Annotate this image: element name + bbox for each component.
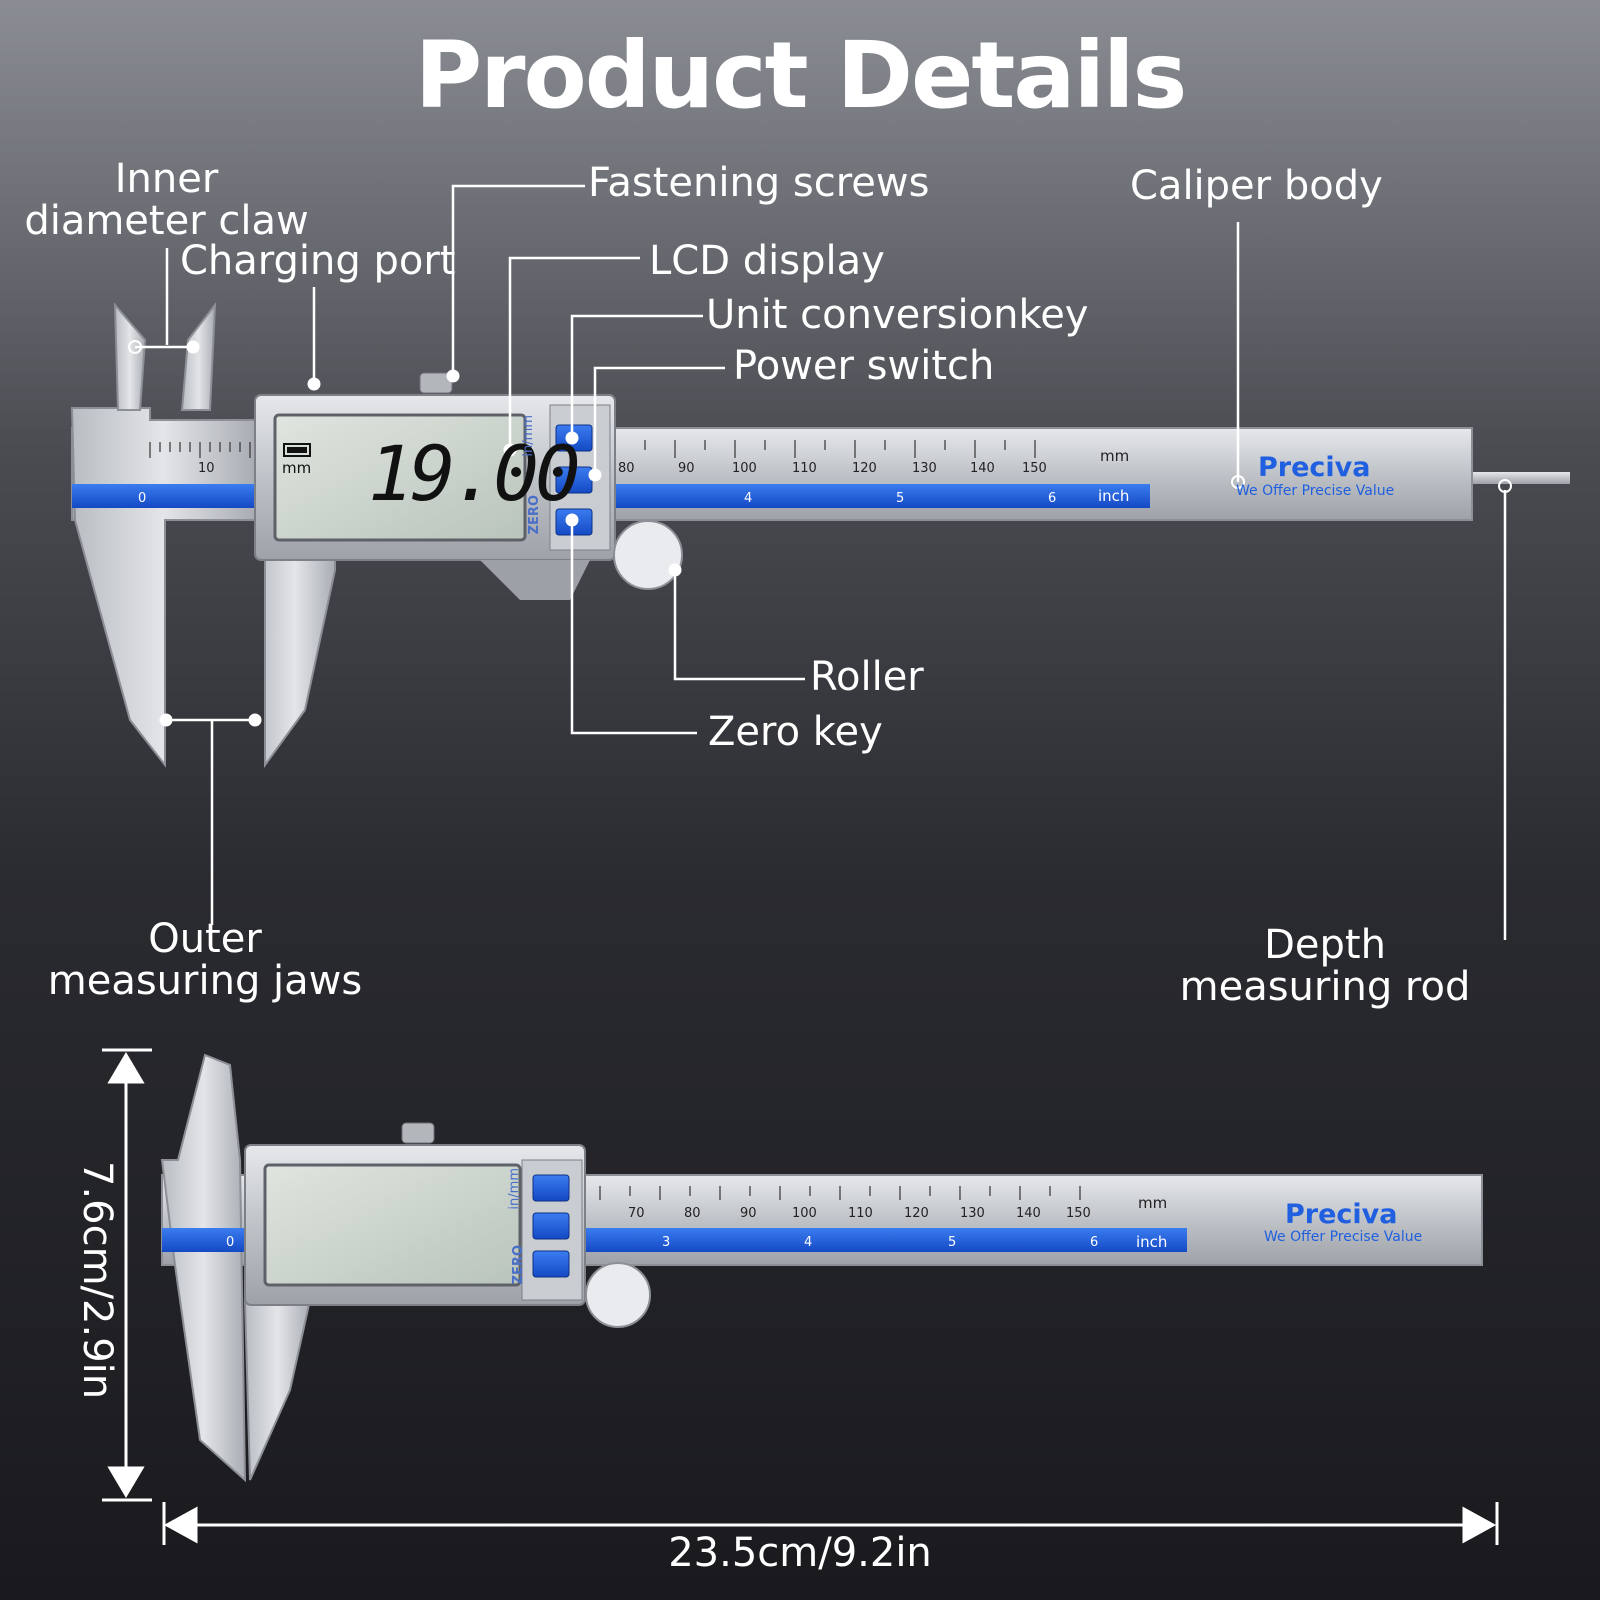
inch-tick-label: 6 bbox=[1048, 491, 1057, 506]
caliper-top bbox=[70, 301, 1570, 769]
leader-lines bbox=[135, 184, 1507, 940]
scale-tick-label: 10 bbox=[198, 461, 215, 476]
scale-inch-label: inch bbox=[1136, 1233, 1168, 1251]
scale-inch-label: inch bbox=[1098, 487, 1130, 505]
scale-tick-label: 90 bbox=[740, 1206, 757, 1221]
zero-key[interactable] bbox=[532, 1250, 570, 1278]
unit-conversion-key[interactable] bbox=[532, 1174, 570, 1202]
brand-logo: Preciva bbox=[1258, 452, 1371, 483]
leader-dots bbox=[128, 340, 1512, 727]
brand-slogan: We Offer Precise Value bbox=[1236, 483, 1395, 499]
label-lcd-display: LCD display bbox=[649, 238, 885, 284]
sliding-jaw bbox=[243, 1299, 312, 1481]
dimension-arrows bbox=[102, 1048, 1499, 1545]
brand-logo: Preciva bbox=[1285, 1199, 1398, 1230]
scale-tick-label: 100 bbox=[792, 1206, 817, 1221]
label-inner-diameter-claw: Inner diameter claw bbox=[24, 156, 309, 244]
scale-tick-label: 110 bbox=[792, 461, 817, 476]
inch-tick-label: 5 bbox=[896, 491, 905, 506]
lcd-display bbox=[263, 1163, 522, 1287]
key-label-zero: ZERO bbox=[511, 1245, 526, 1285]
label-zero-key: Zero key bbox=[708, 709, 883, 755]
roller[interactable] bbox=[613, 520, 683, 590]
inch-tick-label: 4 bbox=[744, 491, 753, 506]
page-title: Product Details bbox=[414, 22, 1188, 129]
inch-tick-label: 3 bbox=[662, 1235, 671, 1250]
scale-mm-label: mm bbox=[1100, 447, 1130, 465]
brand-slogan: We Offer Precise Value bbox=[1264, 1229, 1423, 1245]
scale-tick-label: 120 bbox=[904, 1206, 929, 1221]
label-depth-measuring-rod: Depth measuring rod bbox=[1179, 922, 1471, 1010]
battery-icon bbox=[283, 443, 311, 457]
inch-tick-label: 4 bbox=[804, 1235, 813, 1250]
lcd-display bbox=[273, 413, 527, 542]
scale-tick-label: 140 bbox=[1016, 1206, 1041, 1221]
label-outer-measuring-jaws: Outer measuring jaws bbox=[47, 916, 363, 1004]
inch-tick-label: 0 bbox=[226, 1235, 235, 1250]
scale-tick-label: 90 bbox=[678, 461, 695, 476]
key-label-unit: in/mm bbox=[507, 1168, 522, 1210]
scale-tick-label: 150 bbox=[1022, 461, 1047, 476]
label-unit-conversion-key: Unit conversionkey bbox=[706, 292, 1089, 338]
scale-mm-label: mm bbox=[1138, 1194, 1168, 1212]
label-fastening-screws: Fastening screws bbox=[588, 160, 930, 206]
key-label-unit: in/mm bbox=[521, 415, 536, 457]
inch-tick-label: 0 bbox=[138, 491, 147, 506]
length-dimension-label: 23.5cm/9.2in bbox=[668, 1530, 932, 1576]
scale-tick-label: 150 bbox=[1066, 1206, 1091, 1221]
fastening-screw bbox=[401, 1122, 435, 1144]
scale-tick-label: 130 bbox=[960, 1206, 985, 1221]
scale-tick-label: 110 bbox=[848, 1206, 873, 1221]
height-dimension-label: 7.6cm/2.9in bbox=[74, 1161, 120, 1400]
roller[interactable] bbox=[585, 1262, 651, 1328]
lcd-unit: mm bbox=[282, 459, 312, 477]
scale-tick-label: 100 bbox=[732, 461, 757, 476]
scale-tick-label: 70 bbox=[628, 1206, 645, 1221]
fixed-jaw bbox=[160, 1053, 247, 1483]
caliper-bottom bbox=[160, 1053, 1483, 1483]
fixed-jaw bbox=[70, 407, 256, 768]
label-charging-port: Charging port bbox=[180, 238, 456, 284]
lcd-reading: 19.00 bbox=[368, 429, 581, 518]
scale-tick-label: 80 bbox=[618, 461, 635, 476]
scale-tick-label: 140 bbox=[970, 461, 995, 476]
fastening-screw bbox=[419, 372, 453, 394]
scale-tick-label: 120 bbox=[852, 461, 877, 476]
depth-rod bbox=[1470, 472, 1570, 484]
inch-tick-label: 5 bbox=[948, 1235, 957, 1250]
scale-tick-label: 80 bbox=[684, 1206, 701, 1221]
key-label-zero: ZERO bbox=[527, 495, 542, 535]
label-power-switch: Power switch bbox=[733, 343, 995, 389]
label-caliper-body: Caliper body bbox=[1130, 163, 1383, 209]
inch-tick-label: 6 bbox=[1090, 1235, 1099, 1250]
label-roller: Roller bbox=[810, 654, 924, 700]
power-switch[interactable] bbox=[532, 1212, 570, 1240]
scale-tick-label: 130 bbox=[912, 461, 937, 476]
